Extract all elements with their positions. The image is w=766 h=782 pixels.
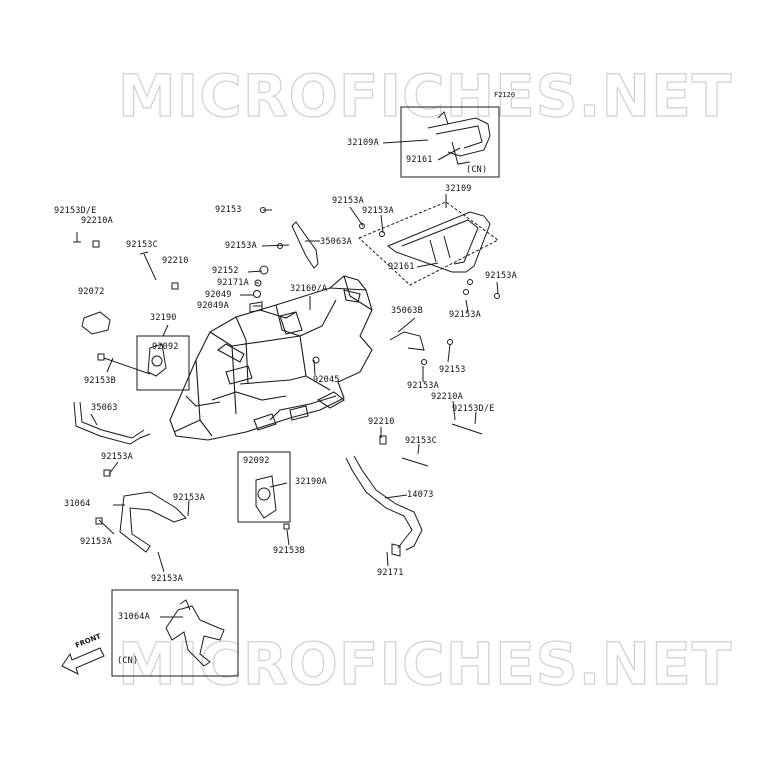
part-label-92092-mid: 92092 bbox=[243, 456, 270, 466]
watermark-bottom: MICROFICHES.NET bbox=[117, 630, 733, 698]
part-label-35063B: 35063B bbox=[391, 306, 423, 316]
part-label-92153C-right: 92153C bbox=[405, 436, 437, 446]
part-label-32109: 32109 bbox=[445, 184, 472, 194]
part-label-32190: 32190 bbox=[150, 313, 177, 323]
rear-carrier-32109-drawing bbox=[386, 211, 491, 273]
part-label-92153A-right: 92153A bbox=[485, 271, 517, 281]
part-label-92161-mid: 92161 bbox=[388, 262, 415, 272]
front-arrow-icon bbox=[61, 647, 105, 675]
bracket-35063A-drawing bbox=[291, 221, 319, 269]
part-label-92210-right: 92210 bbox=[368, 417, 395, 427]
part-label-92153DE-left: 92153D/E bbox=[54, 206, 97, 216]
inset-carrier-32109A-drawing bbox=[427, 111, 491, 165]
part-label-92153A-right3: 92153A bbox=[407, 381, 439, 391]
part-label-31064: 31064 bbox=[64, 499, 91, 509]
inset-bracket-31064A-drawing bbox=[165, 605, 225, 667]
part-label-32109A: 32109A bbox=[347, 138, 379, 148]
part-label-92153A-g: 92153A bbox=[151, 574, 183, 584]
part-label-92153A-e: 92153A bbox=[173, 493, 205, 503]
part-label-32190A: 32190A bbox=[295, 477, 327, 487]
cap-92152-drawing bbox=[259, 265, 269, 275]
bracket-31064-drawing bbox=[119, 491, 187, 553]
part-label-92153B-left: 92153B bbox=[84, 376, 116, 386]
bracket-35063B-drawing bbox=[389, 331, 425, 351]
part-label-32160A: 32160/A bbox=[290, 284, 328, 294]
bar-35063-drawing bbox=[73, 401, 151, 445]
part-label-92153-right: 92153 bbox=[439, 365, 466, 375]
part-label-92171: 92171 bbox=[377, 568, 404, 578]
part-label-92153A-b: 92153A bbox=[362, 206, 394, 216]
inset-box-bottom bbox=[111, 589, 239, 677]
part-label-92153-top: 92153 bbox=[215, 205, 242, 215]
bolt-92153DE-drawing bbox=[73, 232, 81, 243]
part-label-92153A-d: 92153A bbox=[101, 452, 133, 462]
part-label-92171A: 92171A bbox=[217, 278, 249, 288]
part-label-92153A-right2: 92153A bbox=[449, 310, 481, 320]
part-label-92092-left: 92092 bbox=[152, 342, 179, 352]
watermark-top: MICROFICHES.NET bbox=[117, 62, 733, 130]
inset-label-cn-bottom: (CN) bbox=[117, 656, 139, 666]
inset-label-cn-top: (CN) bbox=[466, 165, 488, 175]
part-label-92049: 92049 bbox=[205, 290, 232, 300]
clip-92072-drawing bbox=[81, 311, 111, 335]
part-label-92153A-f: 92153A bbox=[80, 537, 112, 547]
part-label-92153A-a: 92153A bbox=[332, 196, 364, 206]
part-label-31064A: 31064A bbox=[118, 612, 150, 622]
part-label-35063A: 35063A bbox=[320, 237, 352, 247]
part-label-35063: 35063 bbox=[91, 403, 118, 413]
callout-box-32190A bbox=[237, 451, 291, 523]
part-label-92210A-left: 92210A bbox=[81, 216, 113, 226]
part-label-92153A-c: 92153A bbox=[225, 241, 257, 251]
bracket-32190-drawing bbox=[147, 343, 167, 377]
part-label-92049A: 92049A bbox=[197, 301, 229, 311]
bolt-92153C-drawing bbox=[139, 251, 157, 281]
part-label-92153DE-right: 92153D/E bbox=[452, 404, 495, 414]
main-frame-drawing bbox=[169, 275, 373, 441]
part-label-92153B-mid: 92153B bbox=[273, 546, 305, 556]
part-label-92072: 92072 bbox=[78, 287, 105, 297]
part-label-92045: 92045 bbox=[313, 375, 340, 385]
bracket-32190A-drawing bbox=[255, 475, 277, 519]
dashed-region-rear bbox=[358, 201, 499, 286]
bolt-92153C-right-drawing bbox=[401, 457, 429, 467]
part-label-92161-top: 92161 bbox=[406, 155, 433, 165]
part-label-92210-left: 92210 bbox=[162, 256, 189, 266]
part-label-92210A-right: 92210A bbox=[431, 392, 463, 402]
part-label-92152: 92152 bbox=[212, 266, 239, 276]
part-label-14073: 14073 bbox=[407, 490, 434, 500]
part-label-92153C-left: 92153C bbox=[126, 240, 158, 250]
hose-14073-drawing bbox=[345, 457, 413, 549]
figure-code: F2120 bbox=[494, 91, 516, 99]
